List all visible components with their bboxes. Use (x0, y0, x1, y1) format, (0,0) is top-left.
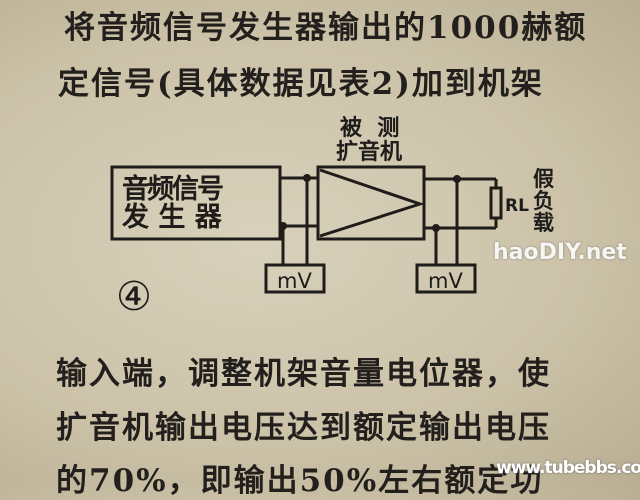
resistor-label: RL (505, 196, 529, 216)
meter-right-label: mV (428, 269, 463, 293)
watermark-haodiy: haoDIY.net (493, 240, 627, 265)
amplifier-box (316, 165, 426, 241)
generator-box (110, 165, 282, 241)
generator-label-2: 发 生 器 (122, 202, 222, 233)
text-line-2: 定信号(具体数据见表2)加到机架 (58, 66, 544, 102)
text-line-1: 将音频信号发生器输出的1000赫额 (64, 10, 588, 46)
dummy-load-label: 假负载 (533, 166, 554, 235)
circuit-diagram (110, 165, 503, 294)
meter-left-box (264, 263, 326, 294)
generator-label-1: 音频信号 (122, 174, 224, 205)
meter-right-box (415, 263, 477, 294)
amplifier-triangle (319, 168, 425, 238)
figure-number: ④ (116, 274, 152, 320)
text-line-3: 输入端，调整机架音量电位器，使 (56, 356, 551, 392)
watermark-tubebbs: www.tubebbs.com (496, 458, 640, 478)
meter-left-label: mV (277, 269, 312, 293)
resistor-rl (489, 186, 503, 220)
amplifier-label-2: 扩音机 (336, 139, 403, 165)
text-line-4: 扩音机输出电压达到额定输出电压 (56, 410, 551, 446)
amplifier-label-1: 被 测 (340, 115, 400, 141)
